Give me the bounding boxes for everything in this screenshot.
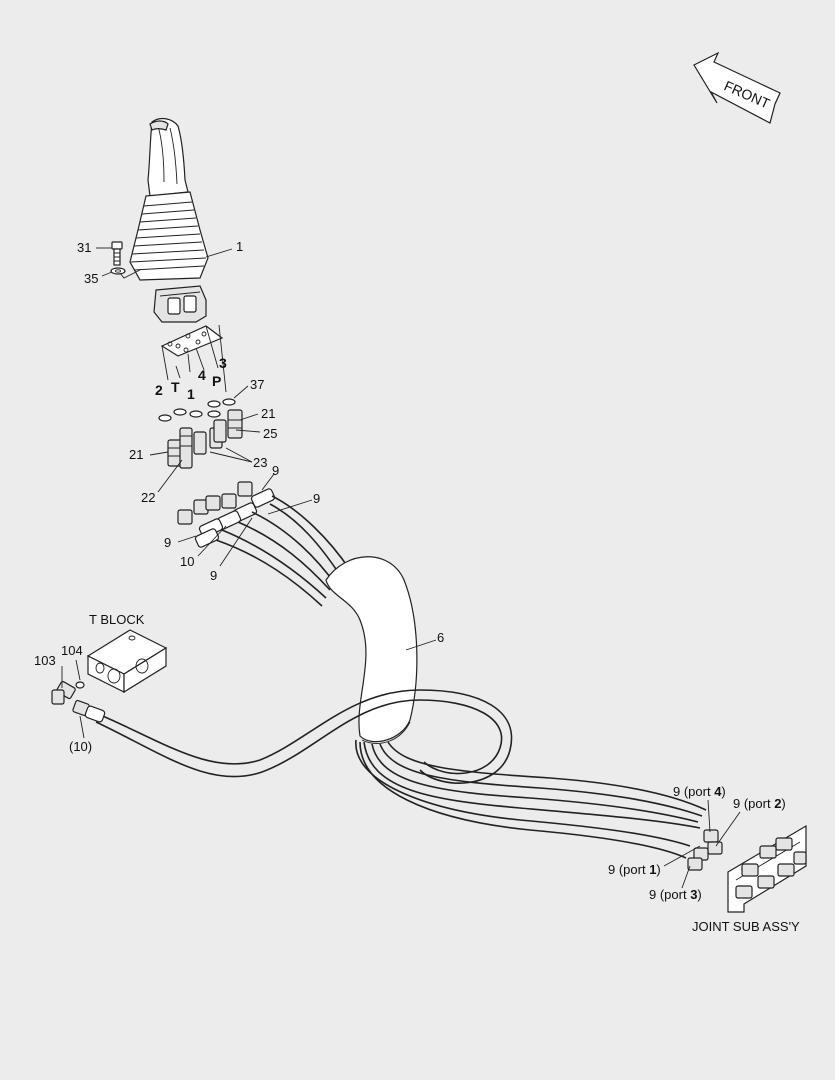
callout-104: 104 xyxy=(61,643,83,658)
callout-9-left: 9 xyxy=(164,535,171,550)
callout-31: 31 xyxy=(77,240,91,255)
port-label-1: 1 xyxy=(187,386,195,402)
protective-sleeve xyxy=(325,556,418,744)
port-label-p: P xyxy=(212,373,221,389)
callout-10-paren: (10) xyxy=(69,739,92,754)
callout-35: 35 xyxy=(84,271,98,286)
hose-fittings-upper xyxy=(177,481,276,548)
t-block-label: T BLOCK xyxy=(89,612,145,627)
callout-103: 103 xyxy=(34,653,56,668)
callout-9-right: 9 xyxy=(313,491,320,506)
gasket-plate xyxy=(160,325,224,357)
callout-9-upper: 9 xyxy=(272,463,279,478)
callout-21-right: 21 xyxy=(261,406,275,421)
washer-35 xyxy=(110,267,126,275)
t-block xyxy=(86,629,168,694)
callout-1: 1 xyxy=(236,239,243,254)
callout-port-1: 9 (port 1) xyxy=(608,862,661,877)
joystick-handle xyxy=(147,117,189,197)
o-rings-37 xyxy=(158,398,236,422)
callout-25: 25 xyxy=(263,426,277,441)
t-block-hose xyxy=(95,689,513,784)
o-ring-104 xyxy=(75,681,85,689)
leader-lines xyxy=(61,247,741,889)
joint-sub-assy-label: JOINT SUB ASS'Y xyxy=(692,919,800,934)
callout-23: 23 xyxy=(253,455,267,470)
port-label-2: 2 xyxy=(155,382,163,398)
elbow-103 xyxy=(51,680,76,705)
callout-22: 22 xyxy=(141,490,155,505)
front-arrow: FRONT xyxy=(693,51,781,124)
callout-10: 10 xyxy=(180,554,194,569)
callout-37: 37 xyxy=(250,377,264,392)
callout-9-lower: 9 xyxy=(210,568,217,583)
joystick-boot xyxy=(129,191,209,281)
callout-port-2: 9 (port 2) xyxy=(733,796,786,811)
callout-port-4: 9 (port 4) xyxy=(673,784,726,799)
port-label-3: 3 xyxy=(219,355,227,371)
adapters xyxy=(167,409,243,469)
hose-bundle-lower xyxy=(355,739,707,859)
joystick-base xyxy=(153,285,207,323)
callout-6: 6 xyxy=(437,630,444,645)
callout-port-3: 9 (port 3) xyxy=(649,887,702,902)
bolt-31 xyxy=(111,241,123,266)
hose-end-10 xyxy=(72,699,106,723)
callout-21-left: 21 xyxy=(129,447,143,462)
port-label-4: 4 xyxy=(198,367,206,383)
joint-sub-assy xyxy=(687,824,807,913)
port-label-t: T xyxy=(171,379,180,395)
